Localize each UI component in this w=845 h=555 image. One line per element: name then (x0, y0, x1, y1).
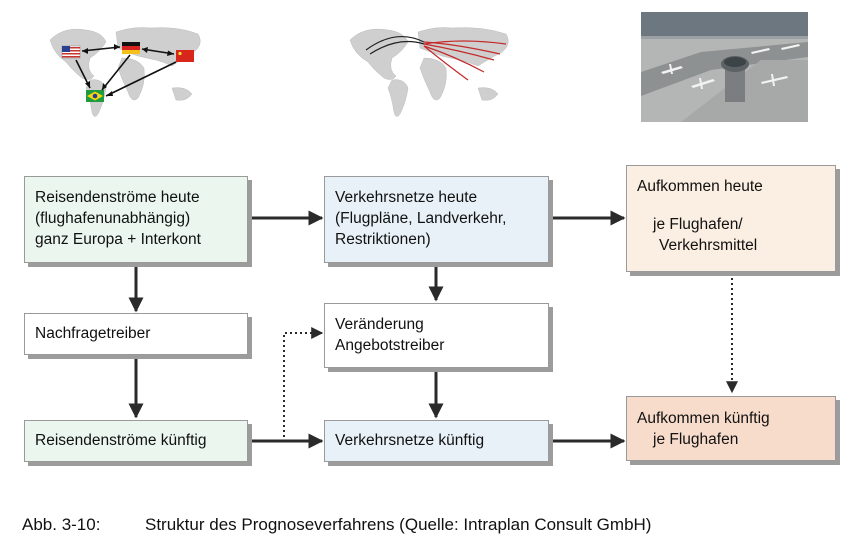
box-aufkommen-kuenftig: Aufkommen künftig je Flughafen (626, 396, 836, 461)
box-line: Verkehrsnetze heute (335, 189, 478, 206)
box-reisendenstroeme-heute: Reisendenströme heute (flughafenunabhäng… (24, 176, 248, 263)
figure-caption: Abb. 3-10: Struktur des Prognoseverfahren… (22, 515, 651, 535)
box-line: Aufkommen künftig (637, 410, 770, 427)
caption-number: Abb. 3-10: (22, 515, 101, 534)
box-line: je Flughafen/ (653, 216, 743, 233)
box-line: Angebotstreiber (335, 337, 445, 354)
dotted-arrow-to-veraenderung (283, 327, 324, 437)
airport-aerial-photo (641, 12, 808, 122)
box-line: Veränderung (335, 316, 424, 333)
box-nachfragetreiber: Nachfragetreiber (24, 313, 248, 355)
box-verkehrsnetze-heute: Verkehrsnetze heute (Flugpläne, Landverk… (324, 176, 549, 263)
box-line: je Flughafen (653, 431, 739, 448)
box-line: Reisendenströme künftig (35, 432, 207, 449)
box-veraenderung-angebotstreiber: Veränderung Angebotstreiber (324, 303, 549, 368)
world-map-country-flows (49, 27, 201, 117)
box-line: (flughafenunabhängig) (35, 210, 191, 227)
world-map-flight-routes (349, 27, 509, 117)
box-line: Aufkommen heute (637, 178, 763, 195)
box-line: Nachfragetreiber (35, 325, 151, 342)
box-line: Restriktionen) (335, 231, 431, 248)
caption-text: Struktur des Prognoseverfahrens (Quelle:… (145, 515, 652, 534)
box-line: ganz Europa + Interkont (35, 231, 201, 248)
box-verkehrsnetze-kuenftig: Verkehrsnetze künftig (324, 420, 549, 462)
box-line: (Flugpläne, Landverkehr, (335, 210, 507, 227)
box-line: Verkehrsmittel (659, 237, 758, 254)
box-line: Reisendenströme heute (35, 189, 200, 206)
box-line: Verkehrsnetze künftig (335, 432, 485, 449)
box-reisendenstroeme-kuenftig: Reisendenströme künftig (24, 420, 248, 462)
box-aufkommen-heute: Aufkommen heute je Flughafen/ Verkehrsmi… (626, 165, 836, 272)
